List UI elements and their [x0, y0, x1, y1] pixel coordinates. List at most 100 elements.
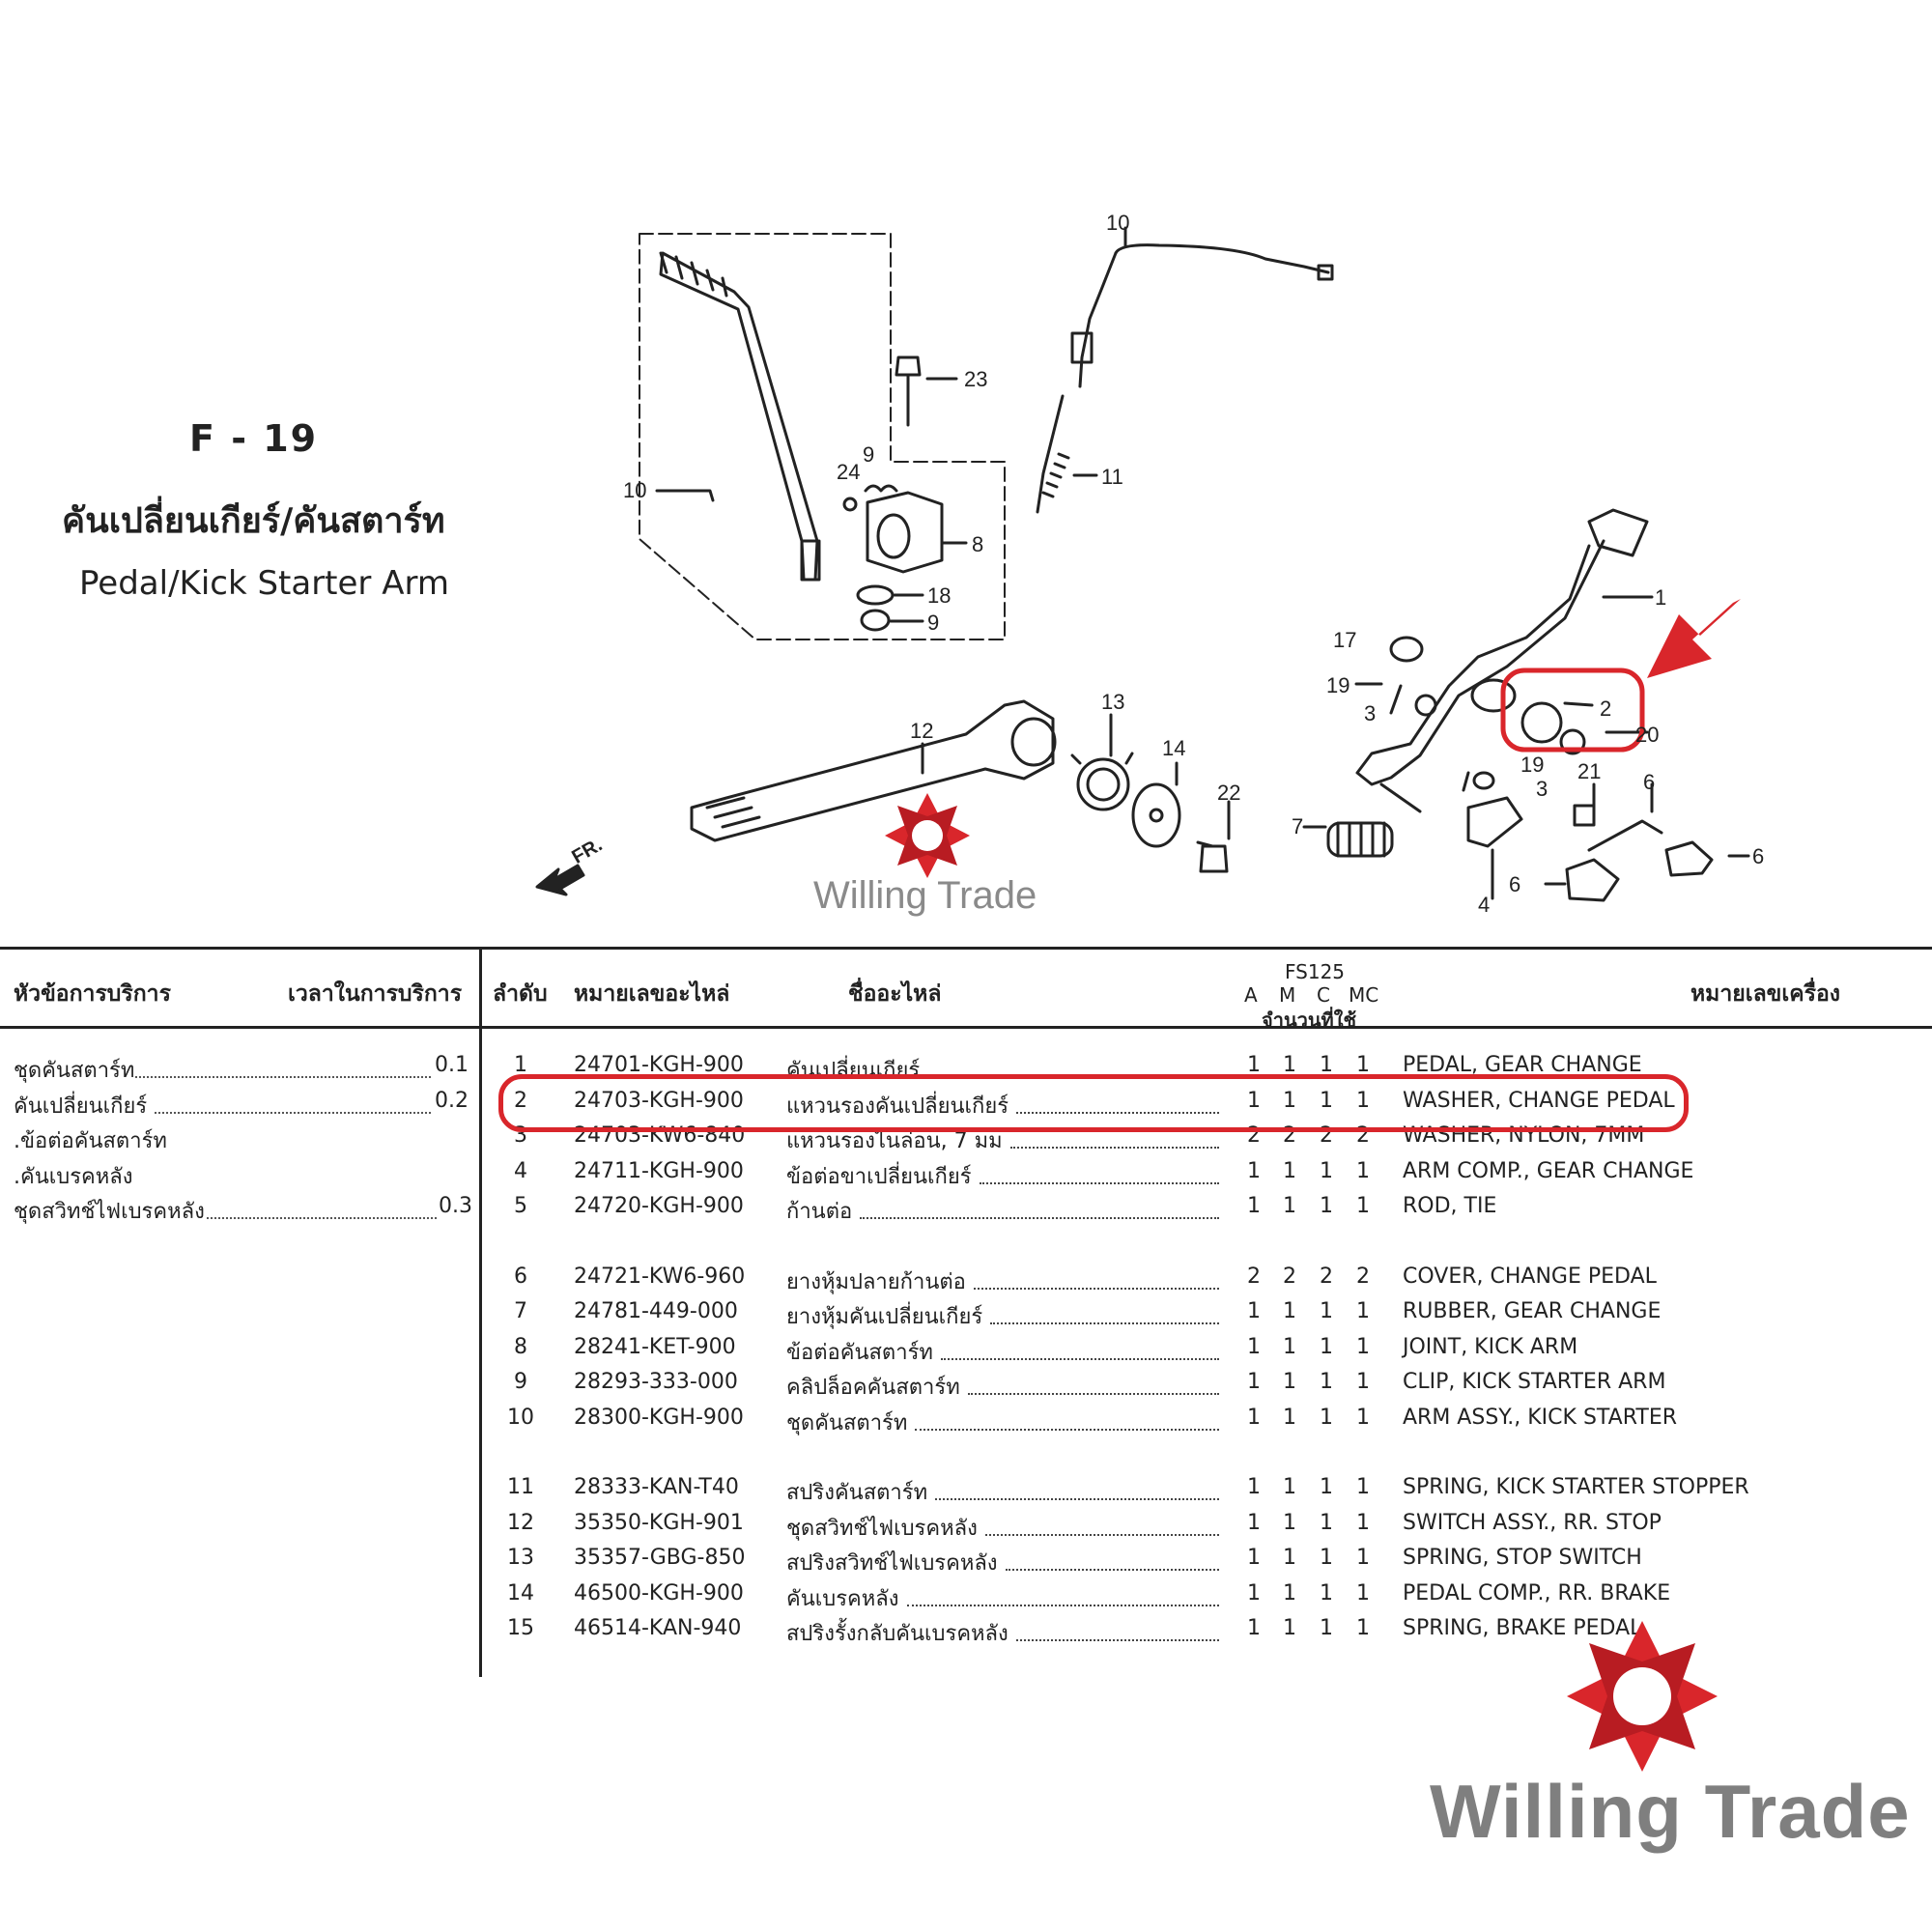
- callout-14: 12: [910, 719, 934, 743]
- row-part-name-en: ARM ASSY., KICK STARTER: [1403, 1406, 1678, 1430]
- service-item-time: 0.3: [439, 1194, 472, 1218]
- service-item-dots: [207, 1217, 437, 1219]
- row-qty-c: 1: [1320, 1511, 1333, 1535]
- row-qty-c: 1: [1320, 1335, 1333, 1359]
- row-part-name-en: PEDAL, GEAR CHANGE: [1403, 1053, 1642, 1077]
- header-qty: จำนวนที่ใช้: [1262, 1009, 1357, 1032]
- row-leader-dots: [915, 1429, 1219, 1431]
- header-service-time: เวลาในการบริการ: [288, 981, 463, 1007]
- figure-code: F - 19: [189, 417, 319, 460]
- row-qty-a: 1: [1247, 1053, 1261, 1077]
- row-qty-mc: 1: [1356, 1406, 1370, 1430]
- row-part-number: 28241-KET-900: [574, 1335, 736, 1359]
- row-part-name-th: สปริงสวิทช์ไฟเบรคหลัง: [786, 1551, 998, 1576]
- row-part-number: 24720-KGH-900: [574, 1194, 744, 1218]
- row-qty-a: 1: [1247, 1370, 1261, 1394]
- row-no: 8: [514, 1335, 527, 1359]
- row-qty-a: 1: [1247, 1335, 1261, 1359]
- service-item-label: ชุดสวิทช์ไฟเบรคหลัง: [14, 1200, 205, 1224]
- row-highlight: [498, 1074, 1689, 1132]
- row-qty-mc: 1: [1356, 1475, 1370, 1499]
- callout-2: 2: [1600, 696, 1612, 721]
- row-leader-dots: [980, 1182, 1219, 1184]
- row-part-name-en: JOINT, KICK ARM: [1403, 1335, 1578, 1359]
- row-qty-c: 1: [1320, 1089, 1333, 1113]
- row-part-number: 35357-GBG-850: [574, 1546, 746, 1570]
- callout-21: 21: [1577, 759, 1602, 783]
- row-qty-a: 1: [1247, 1546, 1261, 1570]
- callout-24: 24: [837, 460, 861, 484]
- row-qty-m: 1: [1283, 1511, 1296, 1535]
- row-qty-m: 1: [1283, 1406, 1296, 1430]
- row-leader-dots: [941, 1358, 1219, 1360]
- callout-5: 6: [1643, 770, 1656, 794]
- header-variant-a: A: [1244, 983, 1258, 1007]
- row-qty-a: 1: [1247, 1299, 1261, 1323]
- header-part-number: หมายเลขอะไหล่: [574, 981, 730, 1007]
- row-part-number: 28300-KGH-900: [574, 1406, 744, 1430]
- row-no: 9: [514, 1370, 527, 1394]
- row-qty-a: 1: [1247, 1616, 1261, 1640]
- row-part-name-en: PEDAL COMP., RR. BRAKE: [1403, 1581, 1671, 1605]
- row-part-name-th: ชุดสวิทช์ไฟเบรคหลัง: [786, 1517, 978, 1541]
- row-part-name-th: ยางหุ้มคันเปลี่ยนเกียร์: [786, 1305, 983, 1329]
- watermark-logo-small: [885, 793, 970, 878]
- callout-4: 4: [1478, 893, 1491, 917]
- callout-12: 10: [1106, 211, 1130, 235]
- row-part-number: 46500-KGH-900: [574, 1581, 744, 1605]
- row-qty-mc: 1: [1356, 1053, 1370, 1077]
- row-qty-m: 1: [1283, 1546, 1296, 1570]
- row-part-name-th: แหวนรองไนล่อน, 7 มม: [786, 1129, 1003, 1153]
- row-part-name-en: WASHER, CHANGE PEDAL: [1403, 1089, 1675, 1113]
- callout-6: 6: [1752, 844, 1765, 868]
- row-qty-c: 1: [1320, 1616, 1333, 1640]
- row-qty-c: 1: [1320, 1299, 1333, 1323]
- row-part-number: 24701-KGH-900: [574, 1053, 744, 1077]
- row-qty-mc: 1: [1356, 1089, 1370, 1113]
- row-qty-mc: 2: [1356, 1264, 1370, 1289]
- row-no: 15: [507, 1616, 534, 1640]
- watermark-text-large: Willing Trade: [1430, 1769, 1911, 1854]
- figure-title-english: Pedal/Kick Starter Arm: [79, 564, 449, 603]
- header-variant-c: C: [1317, 983, 1330, 1007]
- header-part-name: ชื่ออะไหล่: [848, 981, 942, 1007]
- row-qty-m: 1: [1283, 1053, 1296, 1077]
- service-item-time: 0.2: [435, 1089, 469, 1113]
- row-qty-c: 1: [1320, 1406, 1333, 1430]
- callout-6b: 6: [1509, 872, 1521, 896]
- row-qty-c: 1: [1320, 1475, 1333, 1499]
- row-no: 11: [507, 1475, 534, 1499]
- row-part-number: 24703-KGH-900: [574, 1089, 744, 1113]
- row-qty-a: 1: [1247, 1089, 1261, 1113]
- row-part-name-en: ROD, TIE: [1403, 1194, 1497, 1218]
- row-qty-mc: 1: [1356, 1335, 1370, 1359]
- figure-title-thai: คันเปลี่ยนเกียร์/คันสตาร์ท: [62, 501, 445, 541]
- watermark-text-small: Willing Trade: [813, 874, 1037, 917]
- row-qty-a: 1: [1247, 1581, 1261, 1605]
- row-no: 12: [507, 1511, 534, 1535]
- row-qty-mc: 1: [1356, 1511, 1370, 1535]
- row-part-number: 28293-333-000: [574, 1370, 738, 1394]
- callout-3: 3: [1364, 701, 1377, 725]
- row-qty-c: 1: [1320, 1370, 1333, 1394]
- callout-17: 17: [1333, 628, 1357, 652]
- row-leader-dots: [990, 1322, 1219, 1324]
- row-part-name-en: SPRING, BRAKE PEDAL: [1403, 1616, 1642, 1640]
- row-qty-c: 1: [1320, 1159, 1333, 1183]
- callout-11: 9: [863, 442, 875, 467]
- row-qty-m: 1: [1283, 1370, 1296, 1394]
- row-qty-mc: 1: [1356, 1299, 1370, 1323]
- row-qty-m: 2: [1283, 1264, 1296, 1289]
- row-part-number: 46514-KAN-940: [574, 1616, 742, 1640]
- row-leader-dots: [968, 1393, 1219, 1395]
- row-qty-c: 1: [1320, 1581, 1333, 1605]
- row-no: 6: [514, 1264, 527, 1289]
- row-qty-a: 1: [1247, 1475, 1261, 1499]
- header-model: FS125: [1285, 960, 1346, 983]
- row-qty-c: 2: [1320, 1264, 1333, 1289]
- row-leader-dots: [974, 1288, 1219, 1290]
- row-qty-m: 1: [1283, 1581, 1296, 1605]
- header-no: ลำดับ: [493, 981, 548, 1007]
- callout-10: 10: [623, 478, 647, 502]
- header-service-topic: หัวข้อการบริการ: [14, 981, 171, 1007]
